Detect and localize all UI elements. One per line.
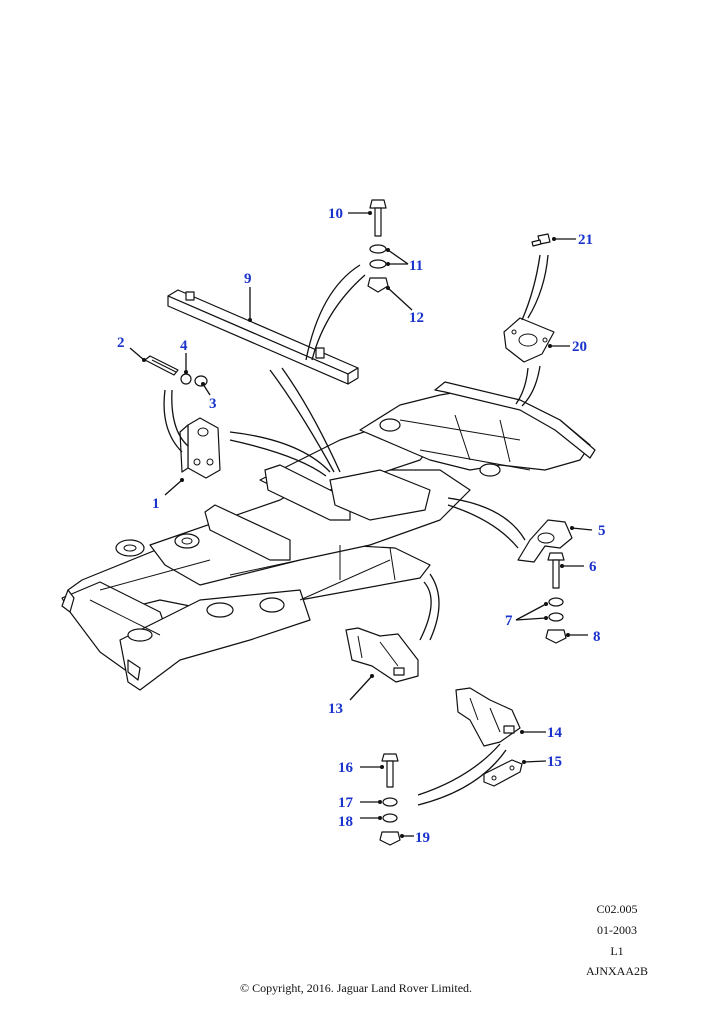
chassis-frame <box>61 381 596 691</box>
callout-3[interactable]: 3 <box>209 396 217 412</box>
callout-13[interactable]: 13 <box>328 701 343 717</box>
nut-part-3 <box>194 375 208 387</box>
diagram-level: L1 <box>610 944 624 958</box>
washer-part-11b <box>369 259 387 269</box>
callout-21[interactable]: 21 <box>578 232 593 248</box>
copyright-notice: © Copyright, 2016. Jaguar Land Rover Lim… <box>239 981 473 995</box>
callout-12[interactable]: 12 <box>409 310 424 326</box>
washer-part-7b <box>548 612 564 622</box>
bolt-part-6 <box>547 552 565 589</box>
strap-part-15 <box>483 759 523 787</box>
washer-part-18 <box>382 813 398 823</box>
callout-leaders <box>129 211 593 838</box>
callout-6[interactable]: 6 <box>589 559 597 575</box>
bracket-part-13 <box>345 627 419 683</box>
callout-11[interactable]: 11 <box>409 258 423 274</box>
callout-17[interactable]: 17 <box>338 795 354 811</box>
bracket-part-14 <box>455 687 521 747</box>
callout-7[interactable]: 7 <box>505 613 513 629</box>
callout-10[interactable]: 10 <box>328 206 343 222</box>
washer-part-4 <box>180 373 192 385</box>
callout-20[interactable]: 20 <box>572 339 587 355</box>
washer-part-7a <box>548 597 564 607</box>
assembly-guide-curves <box>163 254 549 806</box>
nut-part-19 <box>379 831 401 846</box>
bolt-part-16 <box>381 753 399 788</box>
nut-part-12 <box>367 277 389 293</box>
bolt-part-2 <box>144 355 179 376</box>
callout-9[interactable]: 9 <box>244 271 252 287</box>
cross-beam-part-9 <box>167 289 359 385</box>
clamp-part-5 <box>517 519 573 563</box>
nut-part-8 <box>545 629 567 644</box>
diagram-ref: C02.005 <box>596 902 638 916</box>
bracket-part-1 <box>179 417 221 479</box>
callout-5[interactable]: 5 <box>598 523 606 539</box>
callout-8[interactable]: 8 <box>593 629 601 645</box>
washer-part-11a <box>369 244 387 254</box>
callout-1[interactable]: 1 <box>152 496 160 512</box>
callout-14[interactable]: 14 <box>547 725 563 741</box>
screw-part-21 <box>531 233 551 247</box>
callout-15[interactable]: 15 <box>547 754 562 770</box>
diagram-code: AJNXAA2B <box>585 964 648 978</box>
callout-2[interactable]: 2 <box>117 335 125 351</box>
callout-16[interactable]: 16 <box>338 760 354 776</box>
callout-labels: 1 2 3 4 5 6 7 8 9 10 11 12 13 14 15 16 1… <box>117 206 606 846</box>
washer-part-17 <box>382 797 398 807</box>
diagram-date: 01-2003 <box>597 923 637 937</box>
plate-part-20 <box>503 317 555 363</box>
callout-18[interactable]: 18 <box>338 814 353 830</box>
bolt-part-10 <box>369 199 387 237</box>
callout-4[interactable]: 4 <box>180 338 188 354</box>
callout-19[interactable]: 19 <box>415 830 430 846</box>
